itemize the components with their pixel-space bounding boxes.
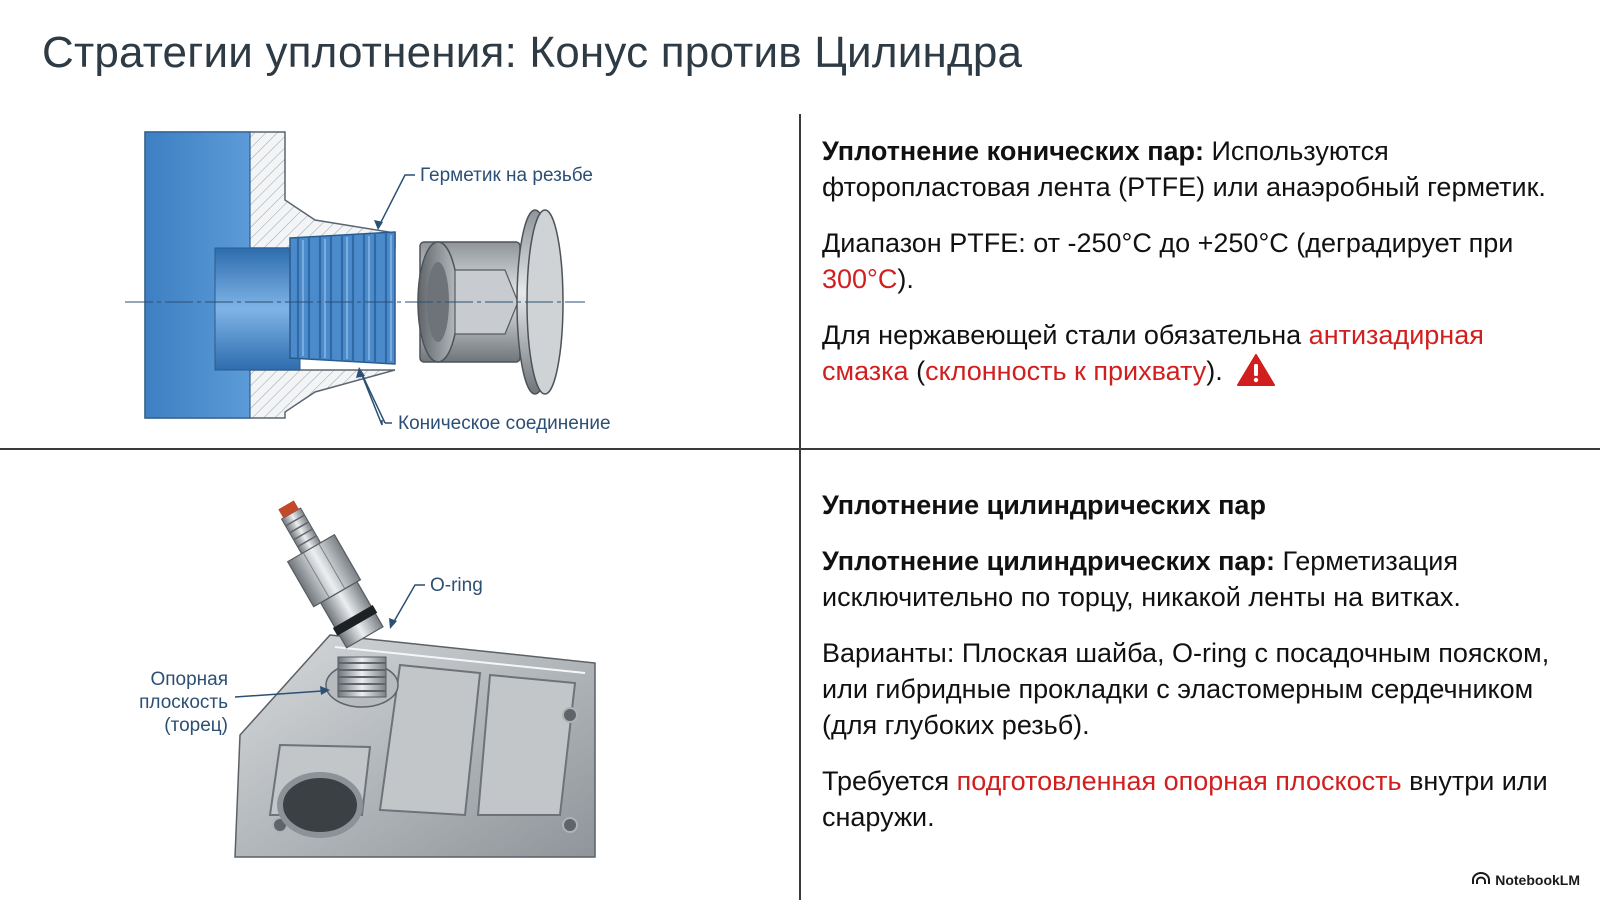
support-face-label-line3: (торец) [164,715,228,736]
warning-triangle-icon [1236,354,1275,395]
prepared-face-highlight: подготовленная опорная плоскость [956,766,1402,796]
support-face-label-line2: плоскость [139,692,228,713]
conical-joint-label: Коническое соединение [398,413,611,434]
conical-sealing-text: Уплотнение конических пар: Используются … [822,133,1577,415]
cylindrical-paragraph-3: Требуется подготовленная опорная плоскос… [822,766,1548,832]
notebooklm-brand: NotebookLM [1495,872,1580,888]
cylindrical-heading: Уплотнение цилиндрических пар [822,490,1266,520]
o-ring-label: O-ring [430,575,483,596]
cylindrical-paragraph-1: Уплотнение цилиндрических пар: Герметиза… [822,546,1461,612]
notebooklm-badge: NotebookLM [1472,872,1580,888]
galling-highlight: склонность к прихвату [925,356,1207,386]
cylindrical-joint-figure: O-ring Опорная плоскость (торец) [130,485,630,885]
cylindrical-paragraph-2: Варианты: Плоская шайба, O-ring с посадо… [822,638,1550,740]
conical-joint-figure: Герметик на резьбе Коническое соединение [120,120,640,455]
conical-paragraph-1: Уплотнение конических пар: Используются … [822,136,1546,202]
page-title: Стратегии уплотнения: Конус против Цилин… [42,28,1023,77]
vertical-divider [799,114,801,900]
horizontal-divider [0,448,1600,450]
sealant-on-thread-label: Герметик на резьбе [420,165,593,186]
anti-seize-highlight: антизадирная смазка [822,320,1484,386]
conical-paragraph-3: Для нержавеющей стали обязательна антиза… [822,317,1577,395]
degradation-temperature: 300°С [822,264,898,294]
conical-paragraph-2: Диапазон PTFE: от -250°С до +250°С (дегр… [822,228,1514,294]
support-face-label-line1: Опорная [150,669,228,690]
cylindrical-sealing-text: Уплотнение цилиндрических пар Уплотнение… [822,487,1577,855]
notebooklm-logo-icon [1472,872,1491,888]
conical-heading: Уплотнение конических пар: [822,136,1205,166]
